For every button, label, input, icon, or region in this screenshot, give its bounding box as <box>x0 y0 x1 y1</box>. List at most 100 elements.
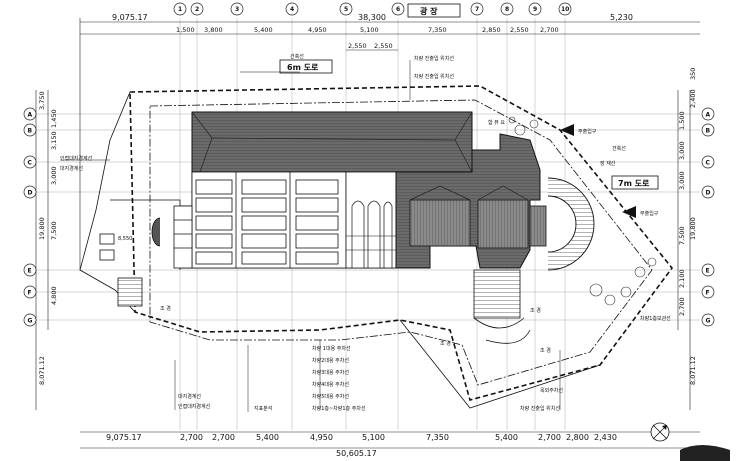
svg-text:차량3대용 주차선: 차량3대용 주차선 <box>312 369 349 376</box>
right-dim-inner-6: 2,700 <box>678 297 686 316</box>
grid-row-d-right: D <box>706 190 711 197</box>
svg-text:차량1층보관선: 차량1층보관선 <box>640 315 671 322</box>
grid-col-4: 4 <box>290 6 294 13</box>
top-road-label-box: 6m 도로 <box>279 59 333 74</box>
svg-text:차량5대용 주차선: 차량5대용 주차선 <box>312 393 349 400</box>
lower-left-stair <box>117 277 143 307</box>
grid-row-b-left: B <box>28 128 33 135</box>
bottom-dims: 9,075.17 2,700 2,700 5,400 4,950 5,100 7… <box>106 433 617 458</box>
landscape-trees <box>508 116 657 306</box>
right-dim-inner-3: 3,000 <box>678 171 686 190</box>
svg-text:5,400: 5,400 <box>256 433 279 442</box>
main-entrance-arrow: 주출입구 <box>560 124 597 136</box>
grid-row-c-right: C <box>706 160 711 167</box>
grid-col-5: 5 <box>344 6 348 13</box>
left-dim-inner-2: 1,450 <box>50 109 58 128</box>
arched-facade <box>345 171 397 269</box>
top-dim-r2-8: 2,550 <box>510 26 529 34</box>
right-dim-outer-3: 19,800 <box>689 217 697 240</box>
top-dim-r2-6: 7,350 <box>428 26 447 34</box>
top-dimension-lines <box>79 18 700 270</box>
grid-row-g-left: G <box>28 318 33 325</box>
left-dim-inner-3: 3,150 <box>50 131 58 150</box>
svg-text:차량2대용 주차선: 차량2대용 주차선 <box>312 357 349 364</box>
svg-text:차량 진출입 위치선: 차량 진출입 위치선 <box>414 73 454 80</box>
svg-text:조 경: 조 경 <box>530 307 541 314</box>
top-dim-3: 5,230 <box>610 13 633 22</box>
svg-text:차량 진출입 위치선: 차량 진출입 위치선 <box>414 55 454 62</box>
top-dim-r2-2: 3,800 <box>204 26 223 34</box>
right-dim-inner-2: 1,500 <box>678 111 686 130</box>
right-dim-inner-5: 2,100 <box>678 269 686 288</box>
top-dim-r2-4: 4,950 <box>308 26 327 34</box>
grid-col-3: 3 <box>235 6 239 13</box>
top-notes: 건축선 차량 진출입 위치선 차량 진출입 위치선 <box>290 53 454 80</box>
grid-row-a-right: A <box>706 112 711 119</box>
svg-text:7m 도로: 7m 도로 <box>618 179 650 188</box>
svg-text:2,700: 2,700 <box>180 433 203 442</box>
svg-text:7,350: 7,350 <box>426 433 449 442</box>
svg-text:5,400: 5,400 <box>495 433 518 442</box>
grid-col-2: 2 <box>195 6 199 13</box>
svg-text:차량 진출입 위치선: 차량 진출입 위치선 <box>520 405 560 412</box>
svg-text:조 경: 조 경 <box>160 305 171 312</box>
left-dim-outer-1: 19,800 <box>38 217 46 240</box>
svg-text:건축선: 건축선 <box>290 53 304 60</box>
left-notes: 인접대지경계선 대지경계선 <box>60 155 93 172</box>
svg-text:50,605.17: 50,605.17 <box>336 449 377 458</box>
side-dimension-lines <box>35 90 691 410</box>
plaza-label-box: 광 장 <box>407 3 461 18</box>
left-dim-outer-2: 8,071.12 <box>38 356 46 385</box>
center-notes: 차량 1대용 주차선 차량2대용 주차선 차량3대용 주차선 차량4대용 주차선… <box>312 345 366 412</box>
grid-col-10: 10 <box>561 6 569 13</box>
top-dim-r2-3: 5,400 <box>254 26 273 34</box>
grid-row-e-right: E <box>706 268 710 275</box>
bottom-dimension-lines <box>80 431 700 449</box>
grid-col-1: 1 <box>178 6 182 13</box>
scale-bar-decoration <box>680 445 730 461</box>
left-dim-inner-4: 3,000 <box>50 166 58 185</box>
svg-text:건축선: 건축선 <box>612 145 626 152</box>
top-dim-r3-1: 2,550 <box>348 42 367 50</box>
svg-text:부출입구: 부출입구 <box>640 210 659 217</box>
svg-text:대지경계선: 대지경계선 <box>178 393 201 400</box>
left-dim-inner-6: 4,800 <box>50 286 58 305</box>
building-line <box>149 99 653 386</box>
top-dim-2: 38,300 <box>358 13 386 22</box>
grid-row-d-left: D <box>28 190 33 197</box>
right-dim-outer-4: 8,071.12 <box>689 356 697 385</box>
svg-text:장 재선: 장 재선 <box>600 160 616 167</box>
top-dim-r3-2: 2,550 <box>374 42 393 50</box>
svg-text:9,075.17: 9,075.17 <box>106 433 142 442</box>
svg-text:대지경계선: 대지경계선 <box>60 165 83 172</box>
right-dim-outer-1: 2,400 <box>689 89 697 108</box>
grid-row-c-left: C <box>28 160 33 167</box>
right-dim-outer-2: 350 <box>689 68 697 80</box>
north-arrow-icon <box>650 422 670 442</box>
svg-text:조 경: 조 경 <box>540 347 551 354</box>
top-dim-r2-1: 1,500 <box>176 26 195 34</box>
svg-text:2,700: 2,700 <box>212 433 235 442</box>
spiral-stair <box>529 177 595 271</box>
right-notes: 건축선 차량1층보관선 옥외주차선 차량 진출입 위치선 <box>520 145 671 412</box>
note-leaders <box>60 60 561 412</box>
svg-text:차량4대용 주차선: 차량4대용 주차선 <box>312 381 349 388</box>
svg-text:2,700: 2,700 <box>538 433 561 442</box>
svg-text:차량 1대용 주차선: 차량 1대용 주차선 <box>312 345 351 352</box>
svg-text:광 장: 광 장 <box>420 6 438 16</box>
svg-text:지표분석: 지표분석 <box>254 405 272 412</box>
grid-row-f-right: F <box>706 290 710 297</box>
left-annex <box>99 205 193 269</box>
grid-row-a-left: A <box>28 112 33 119</box>
svg-text:차량1층~차량1층 주차선: 차량1층~차량1층 주차선 <box>312 405 366 412</box>
top-dim-r2-7: 2,850 <box>482 26 501 34</box>
top-dim-r2-5: 5,100 <box>360 26 379 34</box>
svg-text:인접대지경계선: 인접대지경계선 <box>60 155 93 162</box>
top-dim-1: 9,075.17 <box>112 13 148 22</box>
right-dim-inner-4: 7,500 <box>678 226 686 245</box>
grid-col-7: 7 <box>475 6 479 13</box>
lower-stair <box>473 269 531 344</box>
svg-text:2,800: 2,800 <box>566 433 589 442</box>
